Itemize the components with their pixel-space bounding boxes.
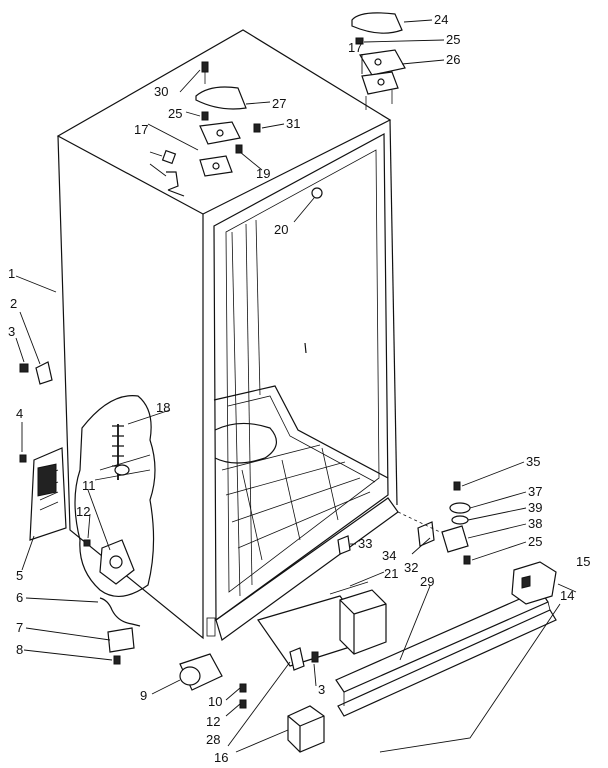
part-32-box xyxy=(339,589,387,655)
part-11-solenoid xyxy=(99,539,135,585)
label-34: 34 xyxy=(382,548,396,563)
label-20: 20 xyxy=(274,222,288,237)
leader-lines xyxy=(15,19,577,753)
label-32: 32 xyxy=(404,560,418,575)
label-37: 37 xyxy=(528,484,542,499)
part-16-bracket xyxy=(287,705,325,753)
part-24-hinge-cover xyxy=(351,12,403,34)
label-3-bottom: 3 xyxy=(318,682,325,697)
label-21: 21 xyxy=(384,566,398,581)
label-39: 39 xyxy=(528,500,542,515)
label-14: 14 xyxy=(560,588,574,603)
label-35: 35 xyxy=(526,454,540,469)
label-11: 11 xyxy=(82,478,96,493)
label-33: 33 xyxy=(358,536,372,551)
label-29: 29 xyxy=(420,574,434,589)
label-27: 27 xyxy=(272,96,286,111)
label-28: 28 xyxy=(206,732,220,747)
label-2: 2 xyxy=(10,296,17,311)
part-15-bracket xyxy=(511,561,557,605)
label-25-right: 25 xyxy=(528,534,542,549)
label-15: 15 xyxy=(576,554,590,569)
label-17-right: 17 xyxy=(348,40,362,55)
label-30: 30 xyxy=(154,84,168,99)
label-24: 24 xyxy=(434,12,448,27)
part-14-rail xyxy=(337,609,557,717)
label-4: 4 xyxy=(16,406,23,421)
label-31: 31 xyxy=(286,116,300,131)
part-17-hinge xyxy=(199,121,241,145)
label-12-bottom: 12 xyxy=(206,714,220,729)
part-26-hinge xyxy=(359,49,406,76)
label-12-left: 12 xyxy=(76,504,90,519)
callout-labels: 1 2 3 4 5 6 7 8 9 10 11 12 12 14 15 16 1… xyxy=(8,12,590,765)
label-16: 16 xyxy=(214,750,228,765)
label-3: 3 xyxy=(8,324,15,339)
label-1: 1 xyxy=(8,266,15,281)
label-25-top-left: 25 xyxy=(168,106,182,121)
label-38: 38 xyxy=(528,516,542,531)
label-7: 7 xyxy=(16,620,23,635)
label-25-top-right: 25 xyxy=(446,32,460,47)
cabinet xyxy=(56,29,399,641)
label-9: 9 xyxy=(140,688,147,703)
label-19: 19 xyxy=(256,166,270,181)
label-5: 5 xyxy=(16,568,23,583)
label-8: 8 xyxy=(16,642,23,657)
label-6: 6 xyxy=(16,590,23,605)
label-10: 10 xyxy=(208,694,222,709)
parts xyxy=(19,12,557,753)
label-17-left: 17 xyxy=(134,122,148,137)
label-26: 26 xyxy=(446,52,460,67)
label-18: 18 xyxy=(156,400,170,415)
part-27-hinge-cover xyxy=(195,86,247,110)
